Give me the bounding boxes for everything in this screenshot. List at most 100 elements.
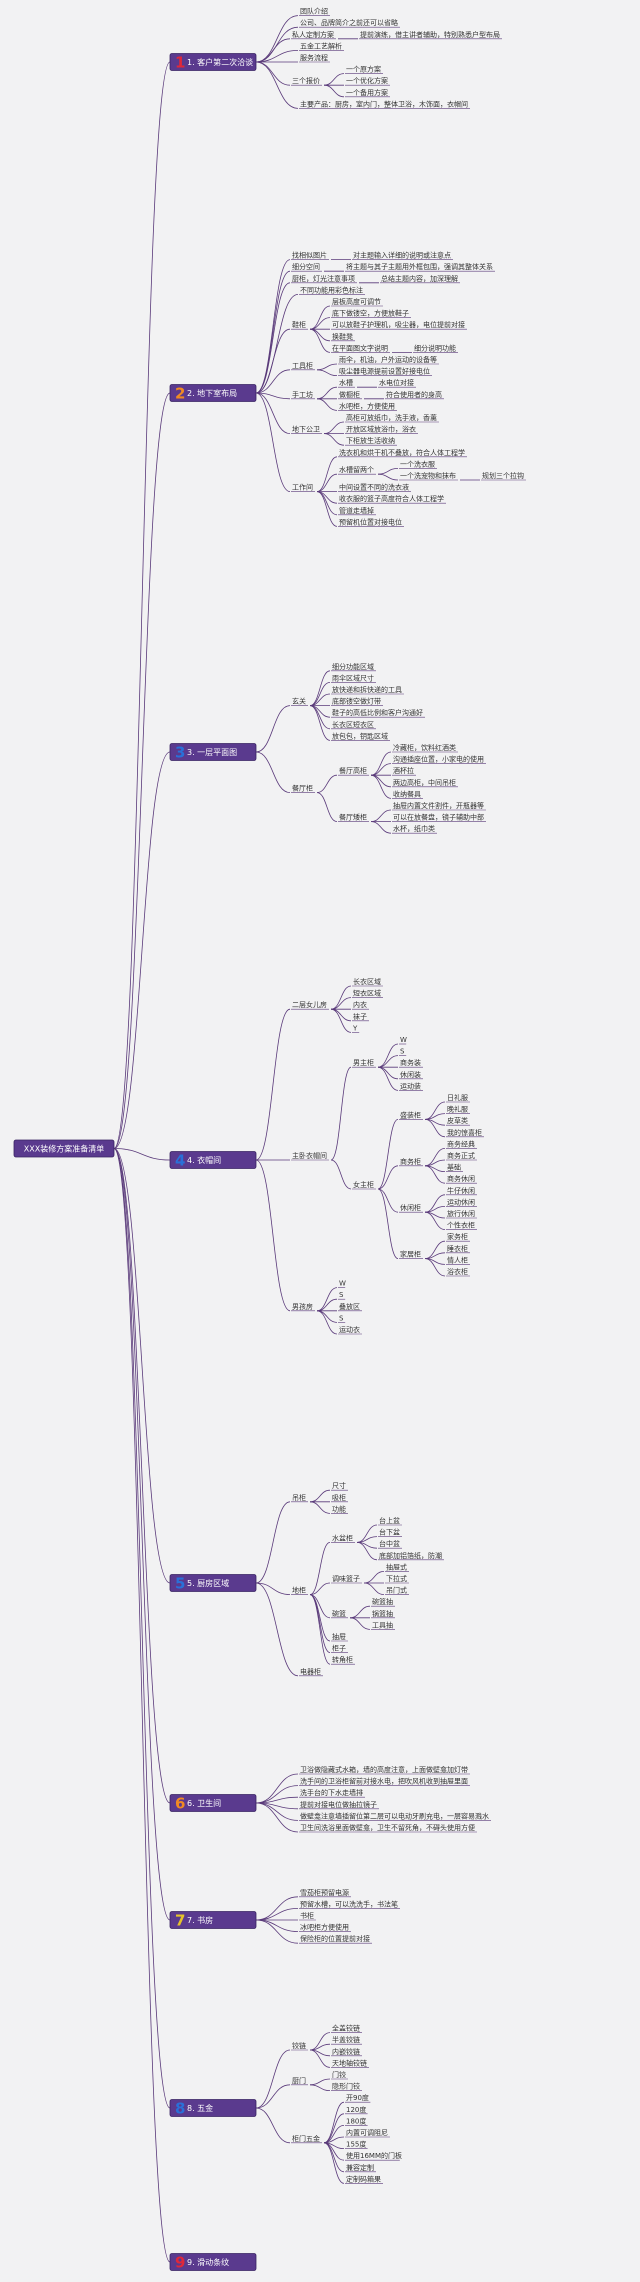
topic-node[interactable]: 私人定制方案 [291, 30, 336, 40]
topic-node[interactable]: 吊门式 [385, 1586, 409, 1595]
topic-node[interactable]: 情人柜 [446, 1255, 470, 1265]
topic-node[interactable]: 预留机位置对接电位 [338, 517, 404, 527]
root-node[interactable]: XXX装修方案准备清单 [13, 1139, 115, 1158]
topic-node[interactable]: W [399, 1036, 407, 1045]
topic-node[interactable]: 雨伞区域尺寸 [331, 673, 376, 683]
topic-node[interactable]: 雪茄柜预留电源 [299, 1888, 351, 1898]
topic-node[interactable]: 天地轴铰链 [331, 2058, 369, 2068]
topic-node[interactable]: 鞋柜 [291, 320, 308, 330]
topic-node[interactable]: 155度 [345, 2140, 368, 2149]
topic-node[interactable]: 冰吧柜方便使用 [299, 1923, 351, 1932]
topic-node[interactable]: 酒杯拉 [392, 766, 416, 776]
topic-node[interactable]: 抽屉式 [385, 1562, 409, 1572]
topic-node[interactable]: 吸尘器电源提前设置好接电位 [338, 367, 432, 376]
topic-node[interactable]: 收衣服的篮子高度符合人体工程学 [338, 494, 446, 504]
topic-node[interactable]: 水吧柜，方便使用 [338, 401, 397, 411]
topic-node[interactable]: 水杯，纸巾类 [392, 824, 437, 834]
topic-node[interactable]: 工具抽 [371, 1620, 395, 1630]
topic-node[interactable]: 吊柜 [291, 1493, 308, 1503]
topic-node[interactable]: 水槽留两个 [338, 465, 376, 475]
topic-node[interactable]: 收纳餐具 [392, 789, 423, 799]
topic-node[interactable]: 晚礼服 [446, 1105, 470, 1114]
topic-node[interactable]: 一个备用方案 [345, 88, 390, 98]
topic-node[interactable]: 洗衣机和烘干机不叠放，符合人体工程学 [338, 448, 467, 458]
topic-node[interactable]: 工具柜 [291, 361, 315, 371]
topic-node[interactable]: 餐厅矮柜 [338, 813, 369, 822]
topic-node[interactable]: 内嵌铰链 [331, 2047, 362, 2057]
topic-node[interactable]: 可以放鞋子护理机，吸尘器，电位提前对接 [331, 320, 467, 330]
topic-node[interactable]: 提前演练，借主讲者辅助，特别熟悉户型布局 [359, 30, 502, 40]
topic-node[interactable]: 休闲柜 [399, 1203, 423, 1213]
topic-node[interactable]: 团队介绍 [299, 7, 330, 16]
topic-node[interactable]: 管道走墙掉 [338, 506, 376, 516]
topic-node[interactable]: 找相似图片 [291, 251, 329, 260]
topic-node[interactable]: 碗篮 [331, 1609, 348, 1619]
topic-node[interactable]: 主要产品：厨房，室内门，整体卫浴，木饰面，衣帽间 [299, 99, 470, 109]
topic-node[interactable]: Y [352, 1024, 360, 1033]
topic-node[interactable]: 地柜 [291, 1586, 308, 1595]
topic-node[interactable]: 卫生间洗浴里面做壁龛，卫生不留死角，不碍头使用方便 [299, 1823, 477, 1833]
topic-node[interactable]: 做橱柜 [338, 390, 362, 400]
topic-node[interactable]: 鞋子的高低比例和客户沟通好 [331, 708, 425, 718]
topic-node[interactable]: 提前对接电位做抽拉镜子 [299, 1800, 379, 1810]
topic-node[interactable]: 对主题输入详细的说明或注意点 [352, 251, 453, 260]
topic-node[interactable]: 运动衣 [338, 1325, 362, 1335]
topic-node[interactable]: 吸柜 [331, 1493, 348, 1503]
topic-node[interactable]: 开90度 [345, 2093, 371, 2103]
topic-node[interactable]: 规划三个拉钩 [481, 471, 526, 481]
topic-node[interactable]: 工作间 [291, 483, 315, 492]
topic-node[interactable]: 下拉式 [385, 1574, 409, 1584]
topic-node[interactable]: 三个报价 [291, 76, 322, 86]
topic-node[interactable]: 洗手间的卫浴柜留前对接水电，把吹风机收到抽屉里面 [299, 1777, 470, 1786]
topic-node[interactable]: 可以在放餐盘，镜子辅助中部 [392, 813, 486, 822]
topic-node[interactable]: 下柜放生活收纳 [345, 436, 397, 446]
topic-node[interactable]: 一个洗衣服 [399, 459, 437, 469]
topic-node[interactable]: 地下公卫 [291, 425, 322, 434]
topic-node[interactable]: 男主柜 [352, 1058, 376, 1068]
topic-node[interactable]: 家务柜 [446, 1232, 470, 1242]
topic-node[interactable]: 细分说明功能 [413, 343, 458, 353]
topic-node[interactable]: 厨柜，灯光注意事项 [291, 274, 357, 284]
topic-node[interactable]: 抽屉内置文件割件，开瓶器等 [392, 801, 486, 811]
topic-node[interactable]: 商务休闲 [446, 1174, 477, 1184]
topic-node[interactable]: 书柜 [299, 1911, 316, 1921]
topic-node[interactable]: 细分空间 [291, 262, 322, 272]
topic-node[interactable]: 商务柜 [399, 1157, 423, 1167]
topic-node[interactable]: 柜子 [331, 1644, 348, 1653]
topic-node[interactable]: 底下做镂空，方便放鞋子 [331, 309, 411, 318]
topic-node[interactable]: 商务正式 [446, 1151, 477, 1161]
topic-node[interactable]: 两边高柜，中间吊柜 [392, 778, 458, 788]
topic-node[interactable]: 长衣区域 [352, 977, 383, 987]
topic-node[interactable]: 餐厅高柜 [338, 766, 369, 776]
topic-node[interactable]: 二层女儿房 [291, 1000, 329, 1010]
topic-node[interactable]: 五金工艺解析 [299, 41, 344, 51]
topic-node[interactable]: 家居柜 [399, 1250, 423, 1259]
topic-node[interactable]: 总结主题内容，加深理解 [380, 274, 460, 284]
topic-node[interactable]: 抽屉 [331, 1632, 348, 1642]
topic-node[interactable]: 放包包，钥匙区域 [331, 731, 390, 741]
topic-node[interactable]: 内衣 [352, 1000, 369, 1010]
topic-node[interactable]: S [338, 1291, 346, 1300]
topic-node[interactable]: 120度 [345, 2105, 368, 2115]
topic-node[interactable]: 铰链 [291, 2041, 308, 2051]
topic-node[interactable]: 放快递和拆快递的工具 [331, 685, 404, 695]
topic-node[interactable]: 底部镂空做灯带 [331, 697, 383, 706]
topic-node[interactable]: 运动装 [399, 1081, 423, 1091]
topic-node[interactable]: 定制码箱果 [345, 2174, 383, 2184]
topic-node[interactable]: 牛仔休闲 [446, 1186, 477, 1196]
topic-node[interactable]: 水盆柜 [331, 1533, 355, 1543]
topic-node[interactable]: 个性衣柜 [446, 1221, 477, 1230]
topic-node[interactable]: 全盖铰链 [331, 2024, 362, 2033]
topic-node[interactable]: 调味篮子 [331, 1574, 362, 1584]
topic-node[interactable]: 服务流程 [299, 53, 330, 63]
topic-node[interactable]: 半盖铰链 [331, 2035, 362, 2045]
topic-node[interactable]: 厨门 [291, 2076, 308, 2086]
topic-node[interactable]: 180度 [345, 2116, 368, 2126]
topic-node[interactable]: 兼容定制 [345, 2163, 376, 2173]
